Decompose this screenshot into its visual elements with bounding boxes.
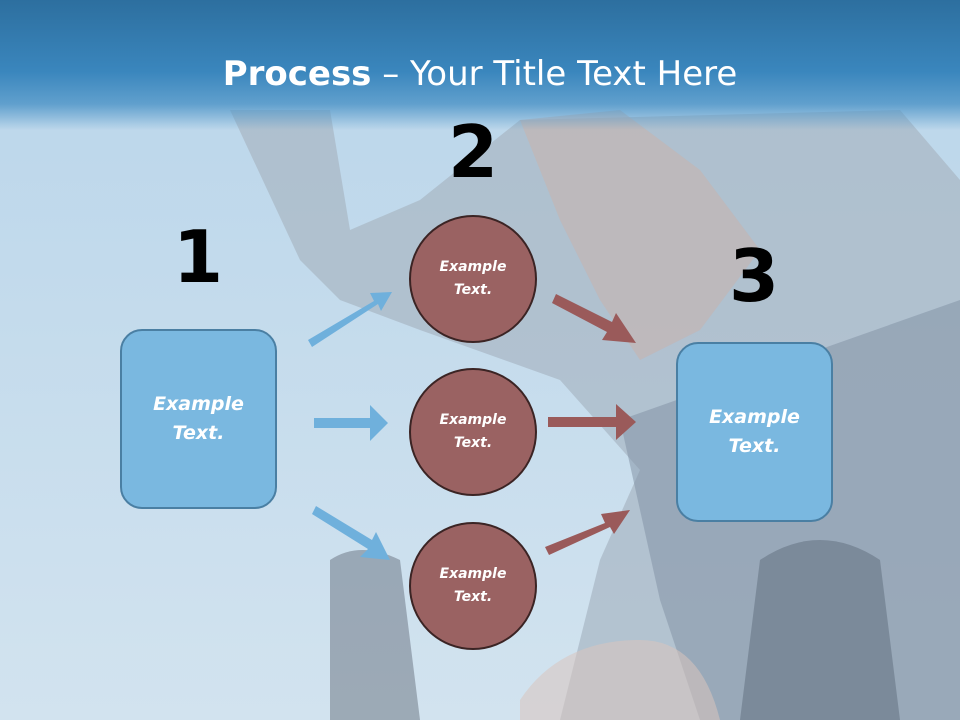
circle-bottom: Example Text.: [409, 522, 537, 650]
title-bold: Process: [222, 54, 372, 94]
step-number-1: 1: [172, 215, 224, 299]
circle-middle: Example Text.: [409, 368, 537, 496]
title-rest: – Your Title Text Here: [371, 54, 738, 94]
step-3-text: Example Text.: [709, 406, 800, 457]
circle-top: Example Text.: [409, 215, 537, 343]
step-3-box: Example Text.: [676, 342, 833, 522]
circle-middle-text: Example Text.: [439, 412, 507, 451]
circle-bottom-text: Example Text.: [439, 566, 507, 605]
step-1-box: Example Text.: [120, 329, 277, 509]
circle-top-text: Example Text.: [439, 259, 507, 298]
step-number-3: 3: [728, 234, 780, 318]
step-1-text: Example Text.: [153, 393, 244, 444]
slide-title: Process – Your Title Text Here: [0, 52, 960, 96]
step-number-2: 2: [447, 110, 499, 194]
header-band: [0, 0, 960, 130]
